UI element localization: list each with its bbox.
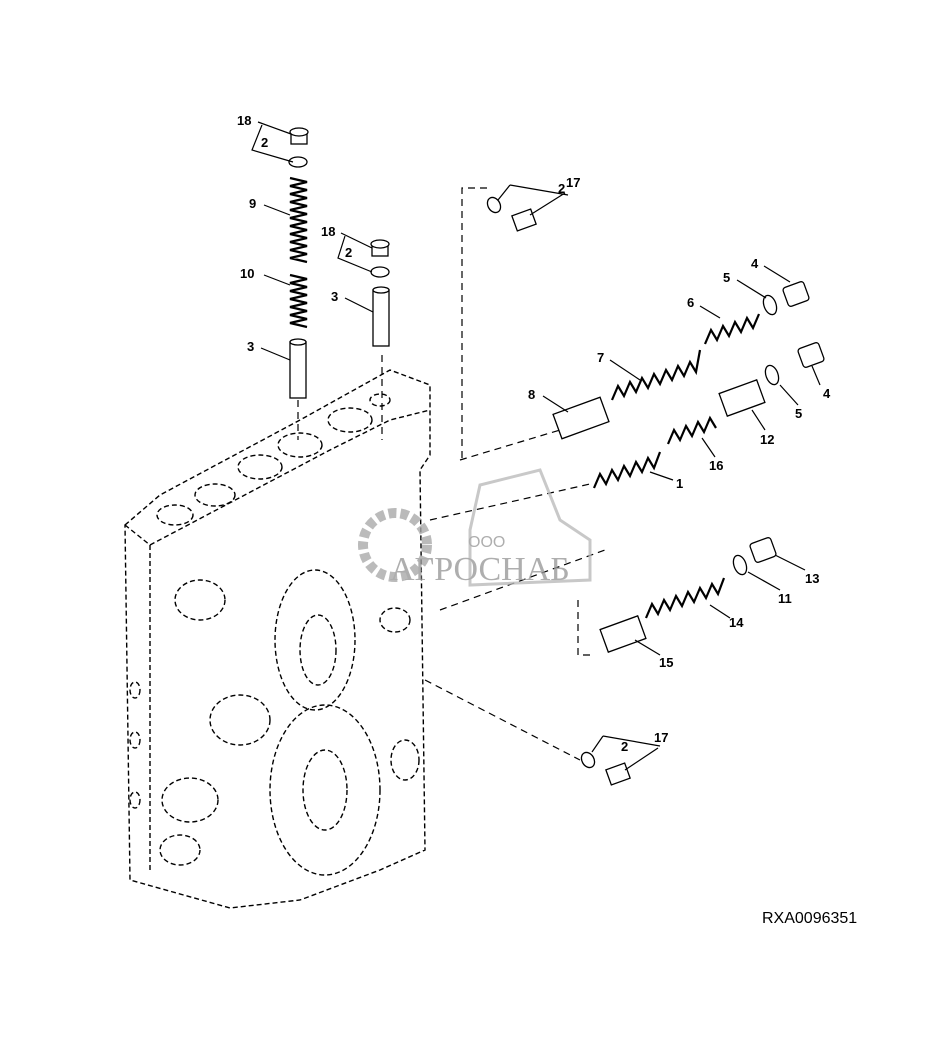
- spring-10: [289, 273, 308, 329]
- callout-3-mid: 3: [331, 289, 338, 304]
- callout-15: 15: [659, 655, 673, 670]
- assembly-lines: [297, 187, 606, 761]
- callout-2-bottom: 2: [621, 739, 628, 754]
- middle-valve-stack: [370, 239, 390, 347]
- callout-17-bottom: 17: [654, 730, 668, 745]
- callout-13: 13: [805, 571, 819, 586]
- callout-17-top: 17: [566, 175, 580, 190]
- callout-11: 11: [778, 591, 792, 606]
- callout-9: 9: [249, 196, 256, 211]
- watermark-logo: ООО АГРОСНАБ: [358, 468, 592, 588]
- callout-4-lower: 4: [823, 386, 831, 401]
- callout-2-left: 2: [261, 135, 268, 150]
- bottom-plug-set: [580, 751, 631, 786]
- callout-10: 10: [240, 266, 254, 281]
- callout-7: 7: [597, 350, 604, 365]
- callout-5-upper: 5: [723, 270, 730, 285]
- callout-18-left: 18: [237, 113, 251, 128]
- callout-leaders: [251, 121, 821, 771]
- callout-1: 1: [676, 476, 683, 491]
- callout-2-top: 2: [558, 181, 565, 196]
- valve-3-left: [289, 341, 307, 399]
- callout-6: 6: [687, 295, 694, 310]
- watermark-name: АГРОСНАБ: [390, 551, 570, 588]
- spring-9: [289, 176, 308, 264]
- reference-code: RXA0096351: [762, 910, 857, 927]
- callout-8: 8: [528, 387, 535, 402]
- callout-2-mid: 2: [345, 245, 352, 260]
- callout-18-mid: 18: [321, 224, 335, 239]
- third-bore-parts: [599, 537, 777, 653]
- callout-labels: 18 2 9 10 3 18 2 3 2 17 4 5 6 7 8 4 5 12…: [237, 113, 857, 927]
- callout-5-lower: 5: [795, 406, 802, 421]
- upper-bore-parts: [552, 281, 825, 489]
- oring-2-left: [288, 156, 308, 168]
- callout-16: 16: [709, 458, 723, 473]
- left-valve-stack: [288, 127, 309, 399]
- top-plug-set: [486, 196, 537, 232]
- callout-12: 12: [760, 432, 774, 447]
- callout-3-left: 3: [247, 339, 254, 354]
- housing-block: [124, 369, 431, 909]
- watermark-prefix: ООО: [468, 534, 505, 551]
- callout-14: 14: [729, 615, 744, 630]
- callout-4-upper: 4: [751, 256, 759, 271]
